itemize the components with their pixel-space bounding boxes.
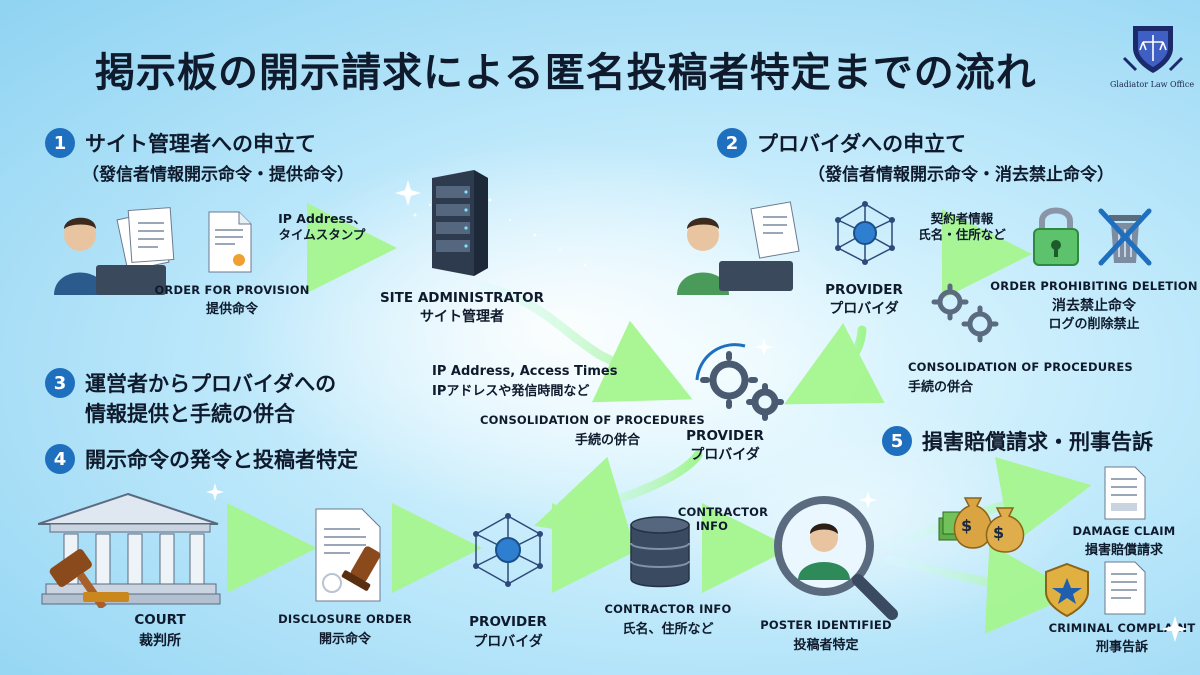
- provider-bottom-label-jp: プロバイダ: [473, 634, 543, 650]
- step5-heading: 5 損害賠償請求・刑事告訴: [882, 426, 1153, 456]
- step3-title-line2: 情報提供と手続の併合: [85, 402, 295, 426]
- court-label-en: COURT: [134, 612, 186, 628]
- logo-text: Gladiator Law Office: [1110, 80, 1195, 89]
- server-icon: [432, 170, 488, 276]
- contractor-info-top-2: INFO: [695, 519, 729, 533]
- lock-icon: [1033, 207, 1079, 266]
- ip-timestamp-label-1: IP Address、: [278, 211, 366, 226]
- step2-title: プロバイダへの申立て: [757, 132, 967, 156]
- person-with-documents-icon: [54, 207, 175, 295]
- arrow-admin-to-provider: [475, 280, 693, 403]
- step3-title-line1: 運営者からプロバイダへの: [85, 372, 337, 396]
- dollar-icon: $: [961, 516, 973, 535]
- court-label-jp: 裁判所: [139, 633, 181, 649]
- damage-claim-label-en: DAMAGE CLAIM: [1072, 524, 1176, 538]
- provider-bottom-label-en: PROVIDER: [469, 614, 547, 630]
- shield-icon: [1122, 26, 1184, 73]
- law-office-logo: Gladiator Law Office: [1110, 18, 1194, 93]
- court-building-icon: [38, 492, 221, 608]
- deletion-label-en: ORDER PROHIBITING DELETION: [990, 279, 1198, 293]
- deletion-label-jp2: ログの削除禁止: [1048, 317, 1140, 332]
- ip-access-label-en: IP Address, Access Times: [432, 364, 618, 379]
- poster-identified-magnifier-icon: [774, 496, 898, 620]
- step5-title: 損害賠償請求・刑事告訴: [922, 430, 1153, 454]
- step5-number: 5: [882, 426, 912, 456]
- contract-info-label-2: 氏名・住所など: [918, 227, 1006, 242]
- person-with-laptop-icon: [677, 201, 800, 295]
- consolidation-left-label-jp: 手続の併合: [575, 433, 641, 448]
- ip-timestamp-label-2: タイムスタンプ: [278, 227, 366, 242]
- police-badge-icon: [1045, 562, 1089, 618]
- poster-label-jp: 投稿者特定: [793, 638, 859, 653]
- criminal-complaint-document-icon: [1104, 561, 1146, 615]
- step3-heading: 3 運営者からプロバイダへの: [45, 368, 336, 398]
- consolidation-right-label-en: CONSOLIDATION OF PROCEDURES: [908, 360, 1133, 374]
- deletion-label-jp1: 消去禁止命令: [1052, 298, 1136, 314]
- order-provision-label-jp: 提供命令: [205, 302, 259, 317]
- site-admin-label-en: SITE ADMINISTRATOR: [379, 290, 545, 306]
- arrow-poster-to-criminal: [885, 543, 1077, 634]
- poster-label-en: POSTER IDENTIFIED: [760, 618, 892, 632]
- ip-access-label-jp: IPアドレスや発信時間など: [432, 384, 590, 399]
- step4-number: 4: [45, 444, 75, 474]
- step3-number: 3: [45, 368, 75, 398]
- criminal-complaint-label-en: CRIMINAL COMPLAINT: [1048, 621, 1196, 635]
- central-gears-icon: [695, 343, 784, 421]
- contractor-info-label-en: CONTRACTOR INFO: [604, 602, 732, 616]
- step4-heading: 4 開示命令の発令と投稿者特定: [45, 444, 358, 474]
- contract-info-label-1: 契約者情報: [930, 211, 994, 226]
- contractor-info-label-jp: 氏名、住所など: [622, 622, 714, 637]
- provision-order-document-icon: [208, 211, 252, 273]
- step1-number: 1: [45, 128, 75, 158]
- damage-claim-document-icon: [1104, 466, 1146, 520]
- consolidation-right-label-jp: 手続の併合: [908, 380, 974, 395]
- step2-number: 2: [717, 128, 747, 158]
- criminal-complaint-label-jp: 刑事告訴: [1095, 640, 1149, 655]
- step4-title: 開示命令の発令と投稿者特定: [85, 448, 358, 472]
- order-provision-label-en: ORDER FOR PROVISION: [154, 283, 310, 297]
- disclosure-order-document-icon: [315, 508, 381, 602]
- page-title: 掲示板の開示請求による匿名投稿者特定までの流れ: [95, 50, 1037, 96]
- provider-top-label-jp: プロバイダ: [829, 301, 899, 317]
- step1-heading: 1 サイト管理者への申立て: [45, 128, 316, 158]
- consolidation-left-label-en: CONSOLIDATION OF PROCEDURES: [480, 413, 705, 427]
- step1-subtitle: （發信者情報開示命令・提供命令）: [82, 165, 354, 185]
- damage-claim-label-jp: 損害賠償請求: [1084, 543, 1164, 558]
- step1-title: サイト管理者への申立て: [85, 132, 316, 156]
- site-admin-label-jp: サイト管理者: [420, 309, 504, 325]
- disclosure-label-jp: 開示命令: [318, 632, 372, 647]
- provider-network-icon: [835, 201, 895, 265]
- provider-center-label-jp: プロバイダ: [690, 447, 760, 463]
- provider-center-label-en: PROVIDER: [686, 428, 764, 444]
- database-icon: [630, 516, 690, 588]
- step2-subtitle: （發信者情報開示命令・消去禁止命令）: [808, 165, 1114, 185]
- arrow-provider2-to-center: [784, 323, 885, 405]
- contractor-info-top-1: CONTRACTOR: [677, 505, 769, 519]
- delete-prohibited-icon: [1098, 208, 1152, 266]
- dollar-icon-2: $: [993, 523, 1005, 542]
- money-bags-icon: [938, 497, 1025, 553]
- gears-icon: [931, 283, 999, 343]
- provider-bottom-network-icon: [473, 513, 543, 587]
- disclosure-label-en: DISCLOSURE ORDER: [278, 612, 412, 626]
- step2-heading: 2 プロバイダへの申立て: [717, 128, 966, 158]
- provider-top-label-en: PROVIDER: [825, 282, 903, 298]
